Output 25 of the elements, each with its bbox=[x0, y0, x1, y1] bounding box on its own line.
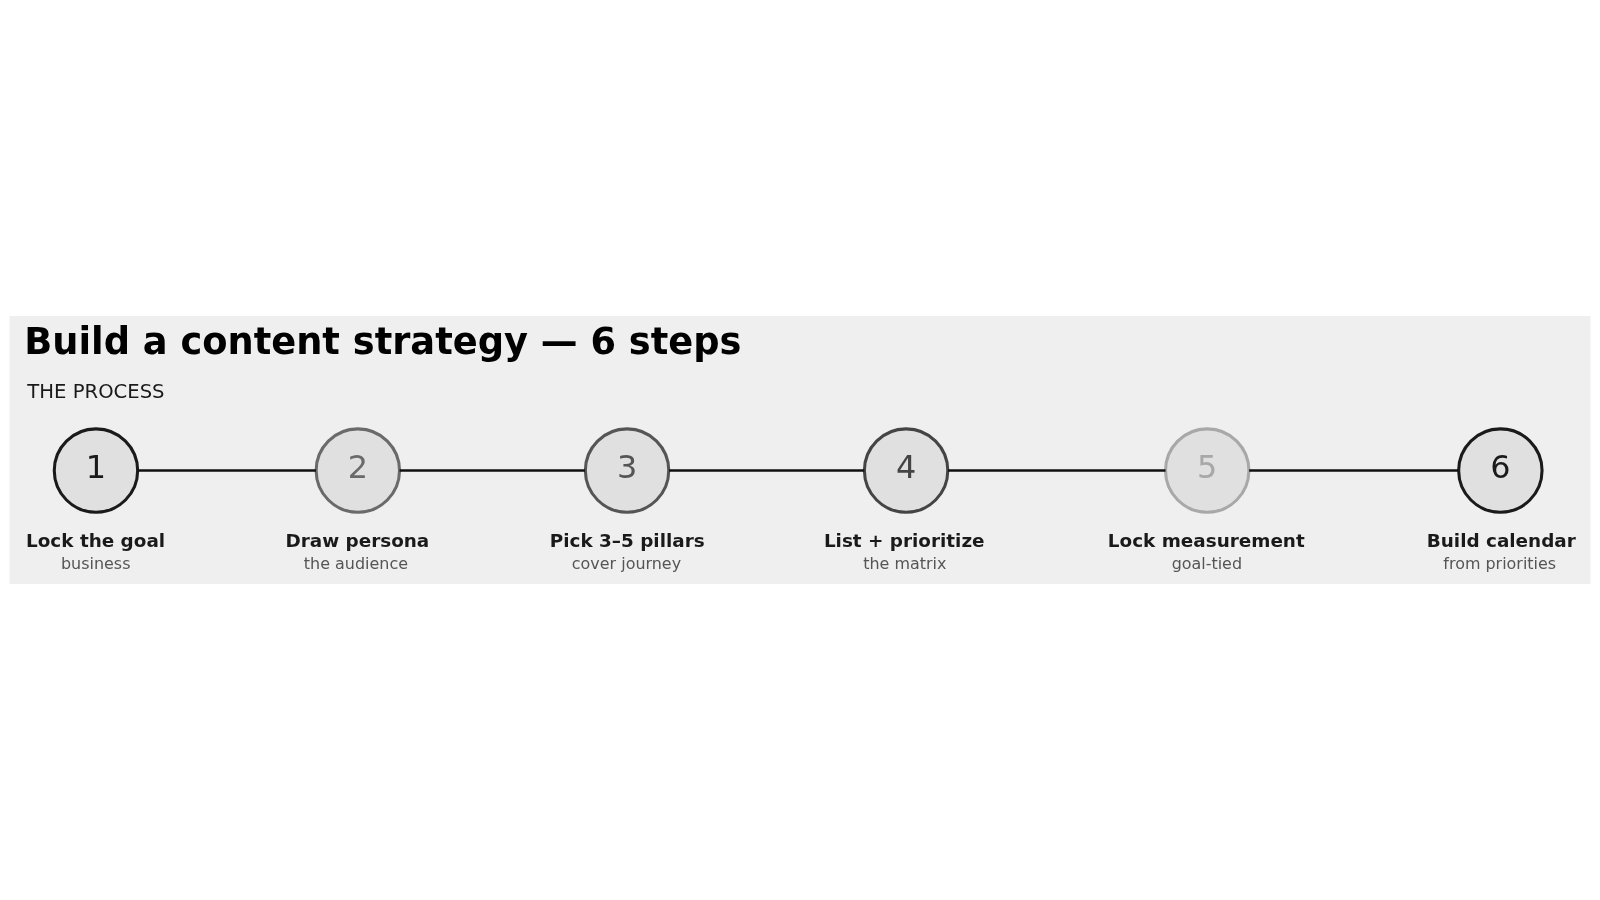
node-label: Lock the goal bbox=[26, 529, 166, 551]
node-label: Draw persona bbox=[285, 529, 430, 551]
node-label: the audience bbox=[303, 554, 408, 574]
node-circle: 3 bbox=[583, 427, 671, 514]
node-label: Build calendar bbox=[1426, 529, 1576, 551]
diagram-title: Build a content strategy — 6 steps bbox=[24, 320, 742, 364]
connector bbox=[399, 469, 585, 472]
node-label: Pick 3–5 pillars bbox=[549, 529, 705, 551]
connector bbox=[669, 469, 865, 472]
node-label: business bbox=[61, 554, 131, 574]
connector bbox=[137, 469, 316, 472]
node-circle: 4 bbox=[862, 427, 950, 514]
connector bbox=[947, 469, 1166, 472]
node-label: the matrix bbox=[863, 554, 947, 574]
label: THE PROCESS bbox=[27, 379, 165, 403]
node-label: Lock measurement bbox=[1107, 529, 1305, 551]
node-label: List + prioritize bbox=[823, 529, 985, 551]
node-circle: 5 bbox=[1163, 427, 1251, 514]
connector bbox=[1249, 469, 1459, 472]
node-circle: 2 bbox=[314, 427, 402, 514]
node-label: cover journey bbox=[571, 554, 682, 574]
node-circle: 1 bbox=[52, 427, 140, 514]
node-label: goal-tied bbox=[1171, 554, 1243, 574]
node-circle: 6 bbox=[1457, 427, 1544, 514]
node-label: from priorities bbox=[1443, 554, 1557, 574]
